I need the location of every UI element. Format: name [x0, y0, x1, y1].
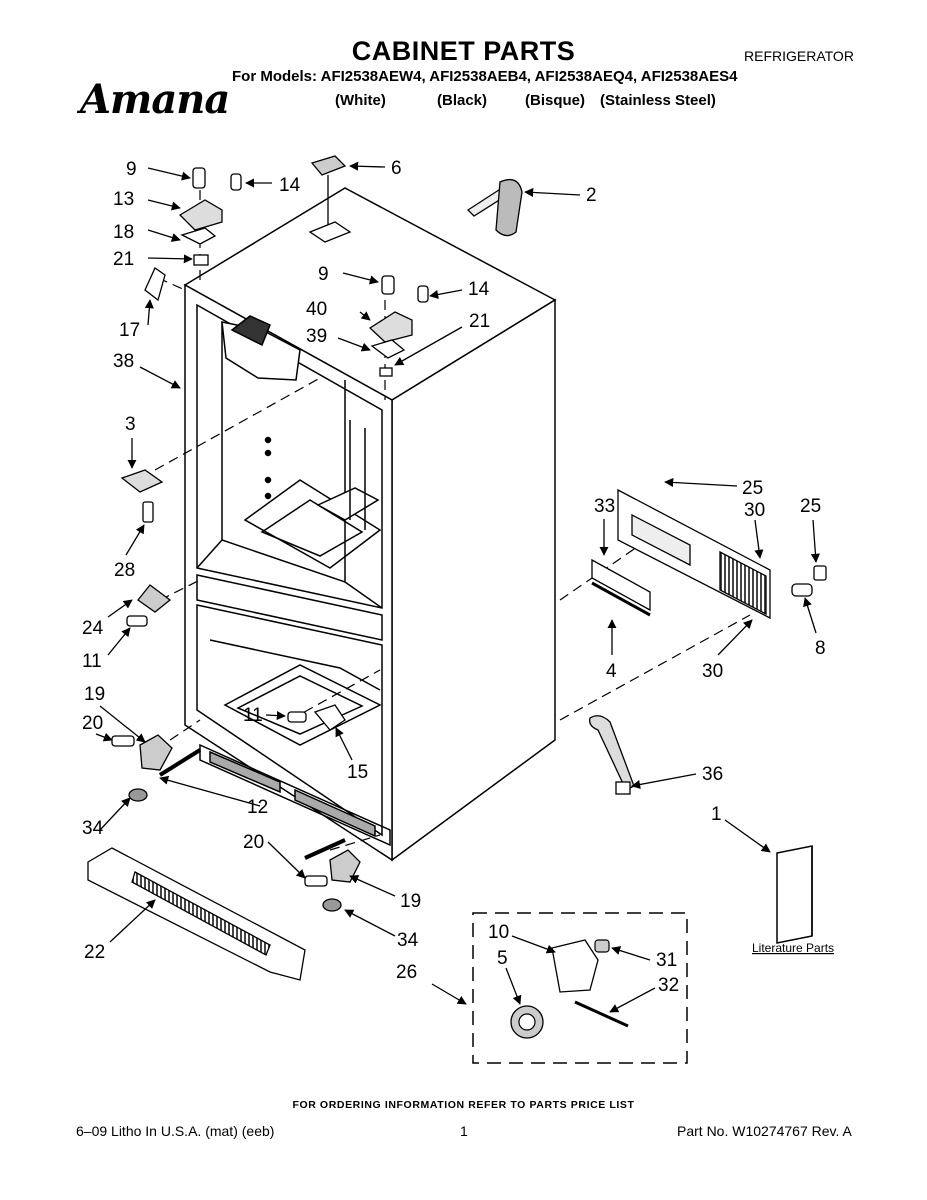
callout-numbers: 9 14 6 13 2 18 21 9 14 17 40 39 21 38 3 … — [82, 158, 826, 996]
part-1-literature — [776, 845, 813, 944]
callout-30-top: 30 — [744, 500, 765, 521]
part-19-leveler-left — [111, 734, 202, 802]
litho-info: 6–09 Litho In U.S.A. (mat) (eeb) — [76, 1123, 275, 1139]
callout-1: 1 — [711, 804, 722, 825]
part-22-toe-grille — [87, 847, 306, 981]
part-2-water-tube — [466, 178, 523, 237]
callout-38: 38 — [113, 351, 134, 372]
callout-36: 36 — [702, 764, 723, 785]
part-11-screw-lower — [287, 704, 346, 731]
callout-21-left: 21 — [113, 249, 134, 270]
callout-20-left: 20 — [82, 713, 103, 734]
callout-14-top-left: 14 — [279, 175, 301, 196]
page-title: CABINET PARTS — [351, 36, 576, 66]
part-8-screw — [791, 565, 827, 597]
part-17-clip — [144, 267, 166, 302]
callout-12: 12 — [247, 797, 268, 818]
callout-34-right: 34 — [397, 930, 419, 951]
inset-box — [472, 912, 688, 1064]
callout-39: 39 — [306, 326, 327, 347]
callout-8: 8 — [815, 638, 826, 659]
callout-19-left: 19 — [84, 684, 105, 705]
callout-20-right: 20 — [243, 832, 264, 853]
leader-arrows — [95, 161, 820, 1013]
part-36-harness — [589, 715, 635, 795]
callout-9-top-left: 9 — [126, 159, 137, 180]
callout-15: 15 — [347, 762, 368, 783]
callout-10: 10 — [488, 922, 509, 943]
callout-26: 26 — [396, 962, 417, 983]
callout-14-right: 14 — [468, 279, 490, 300]
callout-40: 40 — [306, 299, 327, 320]
callout-28: 28 — [114, 560, 135, 581]
part-24-bracket — [126, 584, 172, 627]
page-number: 1 — [460, 1123, 468, 1139]
callout-31: 31 — [656, 950, 677, 971]
callout-2: 2 — [586, 185, 597, 206]
callout-4: 4 — [606, 661, 617, 682]
callout-25-right: 25 — [800, 496, 821, 517]
literature-parts-label: Literature Parts — [752, 941, 834, 955]
callout-5: 5 — [497, 948, 508, 969]
callout-24: 24 — [82, 618, 104, 639]
finish-bisque: (Bisque) — [525, 92, 585, 109]
callout-17: 17 — [119, 320, 140, 341]
callout-32: 32 — [658, 975, 679, 996]
part-19-leveler-right — [304, 838, 361, 912]
finish-white: (White) — [335, 92, 386, 109]
callout-19-right: 19 — [400, 891, 421, 912]
part-number: Part No. W10274767 Rev. A — [677, 1123, 852, 1139]
callout-18: 18 — [113, 222, 134, 243]
cabinet-body — [183, 187, 557, 862]
part-hinge-top-right — [368, 275, 429, 377]
callout-22: 22 — [84, 942, 105, 963]
finish-black: (Black) — [437, 92, 488, 109]
callout-30-bottom: 30 — [702, 661, 723, 682]
part-6-hinge-cover — [308, 155, 352, 243]
callout-11-left: 11 — [82, 651, 102, 672]
models-line: For Models: AFI2538AEW4, AFI2538AEB4, AF… — [232, 68, 738, 85]
callout-13: 13 — [113, 189, 134, 210]
callout-11-lower: 11 — [243, 705, 263, 726]
callout-21-right: 21 — [469, 311, 490, 332]
callout-6: 6 — [391, 158, 402, 179]
callout-9-right: 9 — [318, 264, 329, 285]
part-3-bracket — [120, 469, 164, 523]
brand-logo: Amana — [80, 76, 230, 123]
category-label: REFRIGERATOR — [744, 48, 854, 64]
part-30-access-cover — [617, 488, 771, 620]
finish-stainless: (Stainless Steel) — [600, 92, 716, 109]
callout-33: 33 — [594, 496, 615, 517]
ordering-note: FOR ORDERING INFORMATION REFER TO PARTS … — [292, 1099, 635, 1111]
part-33-filter — [591, 558, 651, 617]
part-hinge-top-left — [178, 167, 242, 266]
callout-34-left: 34 — [82, 818, 104, 839]
callout-3: 3 — [125, 414, 136, 435]
callout-25-left: 25 — [742, 478, 763, 499]
